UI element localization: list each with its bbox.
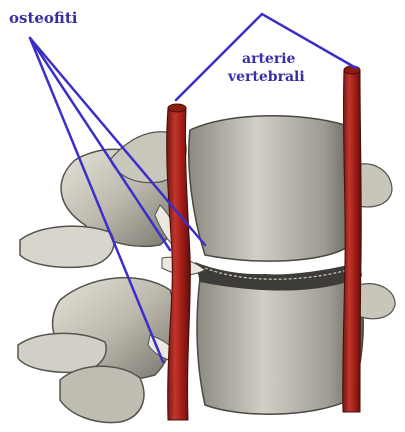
lower-transverse-process-right <box>358 284 395 319</box>
osteophytes-label: osteofiti <box>9 9 78 27</box>
upper-transverse-process-left <box>20 226 114 267</box>
lower-vertebral-body <box>197 272 363 414</box>
vertebrae <box>18 116 395 423</box>
lower-inferior-process <box>60 366 144 422</box>
upper-vertebral-body <box>189 116 358 261</box>
arteries-label-line2: vertebrali <box>227 69 305 85</box>
arteries-label-line1: arterie <box>242 51 296 67</box>
vertebral-artery-right <box>343 70 362 412</box>
